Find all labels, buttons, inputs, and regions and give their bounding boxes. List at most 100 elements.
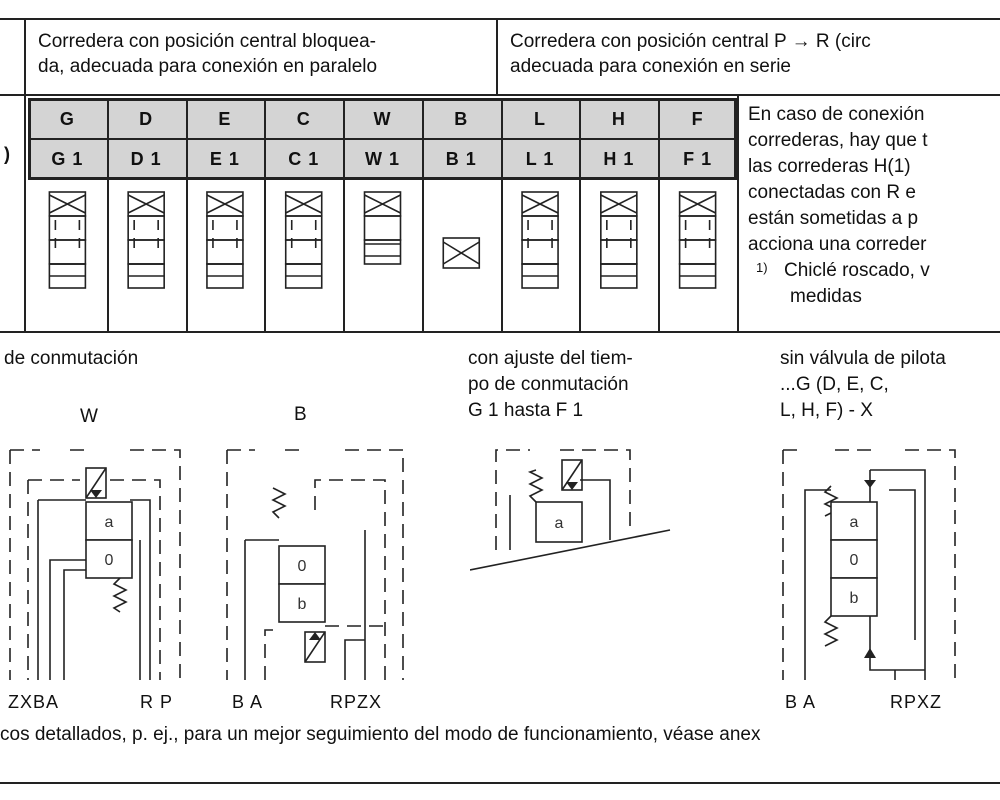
header-serie: Corredera con posición central P → R (ci… <box>510 29 1000 79</box>
cross-arrows <box>679 194 716 214</box>
spool-code: G <box>59 108 75 129</box>
spool-code-variant: G 1 <box>51 148 84 169</box>
left-fragment: ) <box>4 144 10 164</box>
spool-symbols <box>48 191 717 289</box>
spool-code-variant: H 1 <box>603 148 635 169</box>
grid-col-divider <box>421 98 424 331</box>
header-parallel-line2: da, adecuada para conexión en paralelo <box>38 56 378 77</box>
label-b: B <box>294 404 307 425</box>
label-ajuste-3: G 1 hasta F 1 <box>468 400 584 421</box>
spool-code: L <box>534 108 547 129</box>
port-stubs <box>212 220 238 248</box>
b-box-top: 0 <box>298 558 307 575</box>
diagram-sin-valvula: a 0 b <box>782 449 956 680</box>
cross-arrows <box>600 194 638 214</box>
port-stubs <box>684 220 711 248</box>
grid-col-divider <box>106 98 109 331</box>
spool-code: W <box>373 108 392 129</box>
spool-code: E <box>218 108 232 129</box>
grid-col-divider <box>264 98 267 331</box>
grid-col-divider <box>185 98 188 331</box>
right-box-bottom: b <box>850 590 859 607</box>
grid-col-divider <box>658 98 661 331</box>
note-line-4: conectadas con R e <box>748 182 916 203</box>
symbol-box <box>363 239 402 265</box>
cross-arrows <box>127 194 165 214</box>
right-box-top: a <box>850 514 859 531</box>
grid-col-divider <box>500 98 503 331</box>
cross-arrows <box>364 194 401 214</box>
label-ajuste-2: po de conmutación <box>468 374 629 395</box>
ports-right-right: RPXZ <box>890 692 943 712</box>
port-stubs <box>290 220 317 248</box>
note-block: En caso de conexión correderas, hay que … <box>748 102 1000 310</box>
w-box-bottom: 0 <box>105 552 114 569</box>
header-bottom-rule <box>0 94 1000 96</box>
port-stubs <box>54 220 81 248</box>
note-line-3: las correderas H(1) <box>748 156 911 177</box>
cross-arrows <box>285 194 323 214</box>
note-line-6: acciona una correder <box>748 234 927 255</box>
spool-grid-row-divider <box>28 138 737 140</box>
spool-code: H <box>611 108 626 129</box>
header-serie-line2: adecuada para conexión en serie <box>510 56 791 77</box>
note-divider <box>737 96 739 333</box>
ports-right-left: B A <box>785 692 817 712</box>
spool-code: C <box>296 108 311 129</box>
header-parallel: Corredera con posición central bloquea- … <box>38 29 494 79</box>
footnote-mark: 1) <box>756 260 768 275</box>
label-sin-valvula: sin válvula de pilota ...G (D, E, C, L, … <box>780 346 1000 424</box>
spool-code-variant: L 1 <box>525 148 555 169</box>
top-rule <box>0 18 1000 20</box>
spool-code: B <box>454 108 469 129</box>
ports-w-left: ZXBA <box>8 692 60 712</box>
spool-code-variant: B 1 <box>445 148 477 169</box>
label-sin-3: L, H, F) - X <box>780 400 873 421</box>
spool-code-variant: W 1 <box>364 148 400 169</box>
bottom-rule <box>0 782 1000 784</box>
ports-b-left: B A <box>232 692 264 712</box>
label-ajuste: con ajuste del tiem- po de conmutación G… <box>468 346 633 424</box>
port-stubs <box>527 220 553 248</box>
footnote-line-1: Chiclé roscado, v <box>784 260 930 281</box>
spool-code: D <box>139 108 154 129</box>
diagram-w: a 0 <box>9 449 181 680</box>
label-sin-1: sin válvula de pilota <box>780 348 946 369</box>
cross-arrows <box>442 241 480 265</box>
cross-arrows <box>49 194 86 214</box>
spool-code-variant: F 1 <box>683 148 713 169</box>
spool-code: F <box>691 108 704 129</box>
grid-col-divider <box>343 98 346 331</box>
right-box-mid: 0 <box>850 552 859 569</box>
ports-w-right: R P <box>140 692 174 712</box>
w-box-top: a <box>105 514 114 531</box>
symbol-box <box>363 215 402 241</box>
header-serie-line1: Corredera con posición central P → R (ci… <box>510 31 871 52</box>
label-sin-2: ...G (D, E, C, <box>780 374 889 395</box>
diagram-b: 0 b <box>226 449 404 680</box>
label-ajuste-1: con ajuste del tiem- <box>468 348 633 369</box>
note-line-2: correderas, hay que t <box>748 130 928 151</box>
spool-code-variant: D 1 <box>130 148 162 169</box>
diagram-ajuste: a <box>470 449 671 571</box>
note-line-1: En caso de conexión <box>748 104 925 125</box>
port-stubs <box>606 220 632 248</box>
footer-text: cos detallados, p. ej., para un mejor se… <box>0 724 761 745</box>
header-parallel-line1: Corredera con posición central bloquea- <box>38 31 376 52</box>
symbol-box <box>442 237 481 269</box>
grid-col-divider <box>579 98 582 331</box>
label-conmutacion: de conmutación <box>4 348 139 369</box>
footnote-line-2: medidas <box>790 286 862 307</box>
b-box-bottom: b <box>298 596 307 613</box>
ports-b-right: RPZX <box>330 692 383 712</box>
spool-code-variant: C 1 <box>288 148 320 169</box>
label-w: W <box>80 406 98 427</box>
cross-arrows <box>206 194 244 214</box>
left-col-divider <box>24 18 26 333</box>
spool-code-variant: E 1 <box>209 148 240 169</box>
port-stubs <box>133 220 159 248</box>
cross-arrows <box>521 194 559 214</box>
note-line-5: están sometidas a p <box>748 208 919 229</box>
header-divider <box>496 18 498 96</box>
table-bottom-rule <box>0 331 1000 333</box>
